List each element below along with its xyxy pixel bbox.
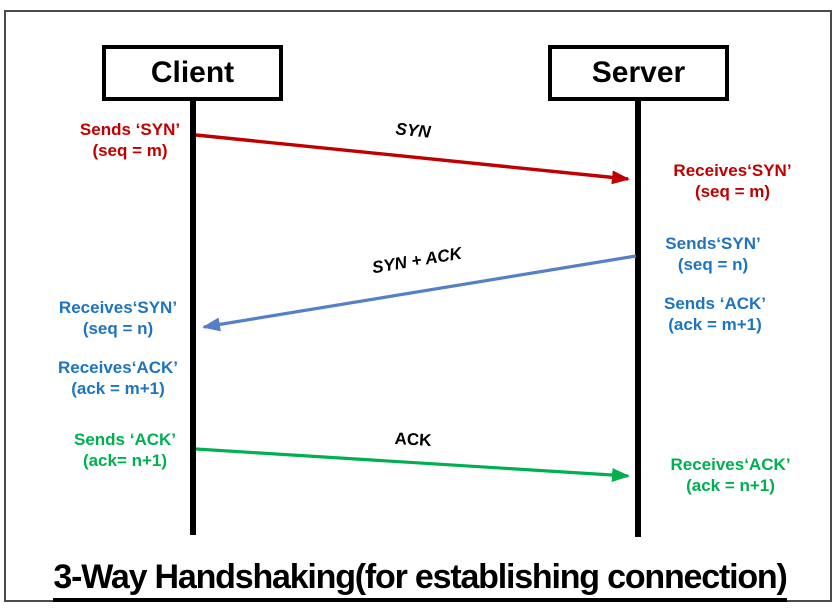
slide-border	[4, 10, 832, 602]
note-line: Sends ‘SYN’	[79, 120, 181, 139]
server-receives-ack-note: Receives‘ACK’ (ack = n+1)	[648, 454, 813, 496]
client-sends-ack-note: Sends ‘ACK’ (ack= n+1)	[45, 429, 205, 471]
ack-arrow-label: ACK	[394, 429, 432, 450]
actor-box-client: Client	[102, 45, 283, 101]
note-line: (ack = m+1)	[71, 379, 165, 398]
note-line: (seq = n)	[677, 255, 749, 274]
note-line: Receives‘SYN’	[673, 161, 792, 180]
syn-ack-arrow	[202, 254, 637, 332]
syn-arrow	[195, 133, 630, 185]
server-receives-syn-note: Receives‘SYN’ (seq = m)	[650, 160, 815, 202]
note-line: Sends ‘ACK’	[73, 430, 177, 449]
diagram-title: 3-Way Handshaking(for establishing conne…	[53, 558, 788, 602]
client-lifeline	[190, 99, 196, 535]
note-line: (seq = m)	[92, 141, 168, 160]
note-line: Sends‘SYN’	[665, 234, 761, 253]
server-sends-syn-note: Sends‘SYN’ (seq = n)	[653, 233, 773, 275]
note-line: (seq = m)	[694, 182, 771, 201]
note-line: (ack = n+1)	[686, 476, 775, 495]
note-line: (ack = m+1)	[668, 315, 762, 334]
note-line: Receives‘SYN’	[58, 298, 178, 317]
note-line: (ack= n+1)	[82, 451, 168, 470]
client-sends-syn-note: Sends ‘SYN’ (seq = m)	[55, 119, 205, 161]
client-receives-syn-note: Receives‘SYN’ (seq = n)	[38, 297, 198, 339]
note-line: Sends ‘ACK’	[663, 294, 767, 313]
actor-label-server: Server	[591, 56, 686, 89]
ack-arrow	[195, 447, 630, 482]
server-lifeline	[635, 99, 641, 537]
diagram-title-row: 3-Way Handshaking(for establishing conne…	[0, 558, 840, 602]
note-line: Receives‘ACK’	[670, 455, 791, 474]
note-line: (seq = n)	[82, 319, 154, 338]
note-line: Receives‘ACK’	[57, 358, 178, 377]
actor-box-server: Server	[548, 45, 729, 101]
server-sends-ack-note: Sends ‘ACK’ (ack = m+1)	[650, 293, 780, 335]
client-receives-ack-note: Receives‘ACK’ (ack = m+1)	[38, 357, 198, 399]
actor-label-client: Client	[150, 56, 235, 89]
